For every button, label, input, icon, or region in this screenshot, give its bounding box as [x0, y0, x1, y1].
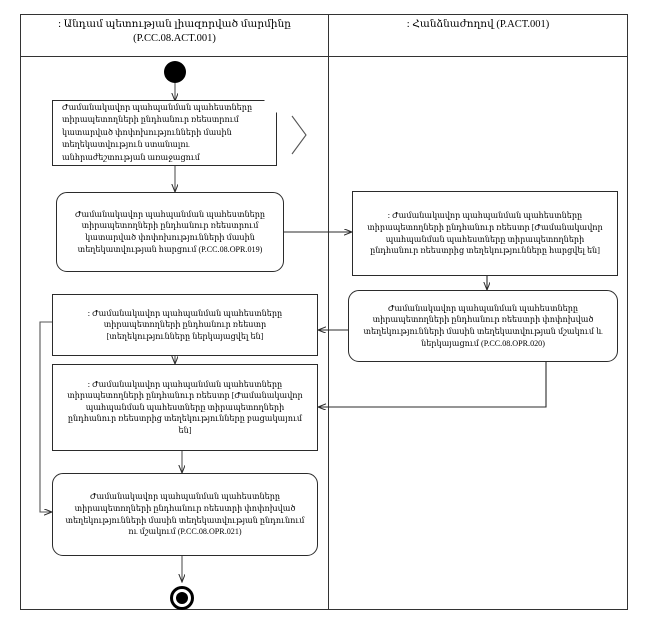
swimlane-frame — [20, 14, 628, 610]
final-node-core — [176, 592, 188, 604]
activity-receive-and-process-text: Ժամանակավոր պահպանման պահեստները տիրապետ… — [65, 492, 305, 537]
state-register-submitted-text: : Ժամանակավոր պահպանման պահեստները տիրապ… — [87, 308, 283, 341]
swimlane-left-code: (P.CC.08.ACT.001) — [133, 33, 216, 44]
final-node — [170, 586, 194, 610]
note-trigger-event: Ժամանակավոր պահպանման պահեստները տիրապետ… — [52, 100, 277, 166]
swimlane-left-name: : Անդամ պետության լիազորված մարմինը — [58, 19, 291, 30]
activity-request-info[interactable]: Ժամանակավոր պահպանման պահեստները տիրապետ… — [56, 192, 284, 272]
activity-request-info-text: Ժամանակավոր պահպանման պահեստները տիրապետ… — [74, 209, 266, 254]
activity-process-and-submit[interactable]: Ժամանակավոր պահպանման պահեստները տիրապետ… — [348, 290, 618, 362]
activity-receive-and-process[interactable]: Ժամանակավոր պահպանման պահեստները տիրապետ… — [52, 473, 318, 556]
signal-chevron-icon — [291, 115, 307, 155]
state-register-requested[interactable]: : Ժամանակավոր պահպանման պահեստները տիրապ… — [352, 191, 618, 276]
initial-node — [164, 61, 186, 83]
swimlane-header-right: : Հանձնաժողով (P.ACT.001) — [330, 18, 626, 32]
note-trigger-text: Ժամանակավոր պահպանման պահեստները տիրապետ… — [62, 102, 253, 162]
swimlane-header-rule — [20, 56, 628, 57]
swimlane-header-left: : Անդամ պետության լիազորված մարմինը (P.C… — [22, 18, 327, 46]
swimlane-right-name: : Հանձնաժողով (P.ACT.001) — [406, 19, 550, 30]
activity-process-and-submit-text: Ժամանակավոր պահպանման պահեստները տիրապետ… — [363, 303, 603, 348]
swimlane-divider — [328, 14, 329, 610]
state-register-absent-text: : Ժամանակավոր պահպանման պահեստները տիրապ… — [67, 379, 303, 435]
state-register-submitted[interactable]: : Ժամանակավոր պահպանման պահեստները տիրապ… — [52, 294, 318, 356]
state-register-absent[interactable]: : Ժամանակավոր պահպանման պահեստները տիրապ… — [52, 364, 318, 451]
state-register-requested-text: : Ժամանակավոր պահպանման պահեստները տիրապ… — [367, 211, 603, 256]
note-fold-corner — [264, 100, 277, 113]
